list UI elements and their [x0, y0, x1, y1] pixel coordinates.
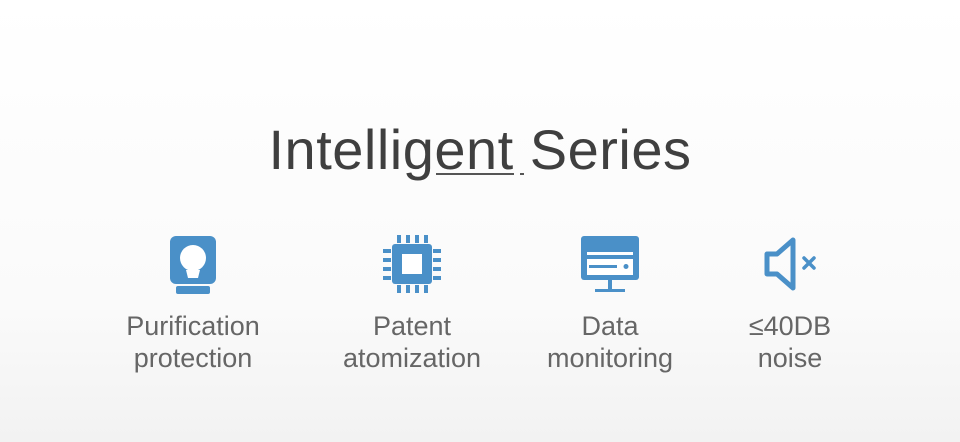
- title-divider: [436, 173, 514, 175]
- feature-low-noise: ≤40DB noise: [690, 232, 890, 374]
- feature-purification: Purification protection: [93, 232, 293, 374]
- mute-speaker-icon: [764, 237, 816, 291]
- chip-icon: [383, 235, 441, 293]
- purification-icon: [170, 236, 216, 294]
- feature-atomization: Patent atomization: [312, 232, 512, 374]
- feature-data-monitoring: Data monitoring: [510, 232, 710, 374]
- feature-label: ≤40DB noise: [748, 311, 832, 373]
- feature-label: Purification protection: [126, 311, 260, 373]
- monitor-icon: [581, 236, 639, 292]
- page-title: Intelligent Series: [268, 117, 692, 181]
- title-divider-dot: [520, 173, 524, 175]
- feature-label: Data monitoring: [546, 311, 674, 373]
- feature-label: Patent atomization: [342, 311, 482, 373]
